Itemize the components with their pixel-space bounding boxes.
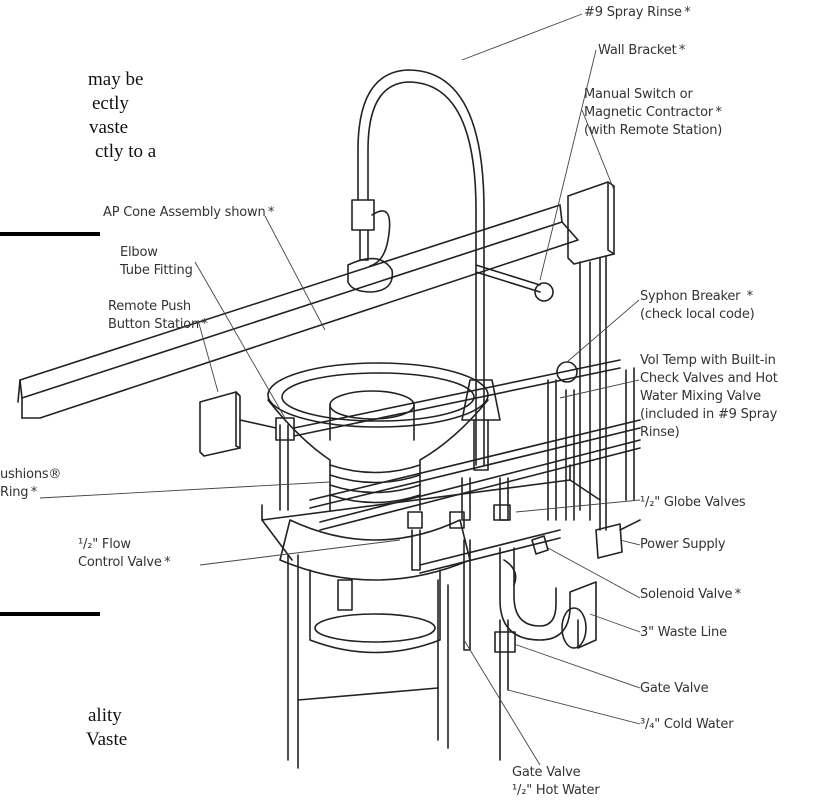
- label-flow-control: ¹/₂" Flow Control Valve *: [78, 536, 171, 572]
- left-text-line: Vaste: [86, 729, 128, 750]
- solenoid-valve: [531, 535, 549, 555]
- stand-legs: [287, 554, 449, 769]
- label-line: (with Remote Station): [584, 123, 723, 138]
- label-line: Water Mixing Valve: [640, 389, 761, 404]
- globe-valves: [407, 504, 511, 529]
- label-elbow-fitting: Elbow Tube Fitting: [120, 244, 193, 280]
- label-solenoid-valve: Solenoid Valve *: [640, 587, 742, 602]
- elbow-fitting: [275, 417, 295, 441]
- left-text-line: ality: [88, 705, 122, 726]
- label-syphon-breaker: Syphon Breaker * (check local code): [640, 288, 755, 324]
- label-line: Vol Temp with Built-in: [640, 353, 776, 368]
- label-line: (check local code): [640, 307, 755, 322]
- label-line: Manual Switch or: [584, 87, 693, 102]
- label-line: ushions®: [0, 467, 62, 482]
- label-line: Elbow: [120, 245, 158, 260]
- countertop-edge: [19, 204, 563, 399]
- label-line: Magnetic Contractor *: [584, 105, 722, 120]
- rule-top: [0, 232, 100, 236]
- left-text-bottom: ality Vaste: [48, 704, 127, 752]
- power-supply-box: [595, 523, 623, 559]
- label-line: (included in #9 Spray: [640, 407, 778, 422]
- label-line: Check Valves and Hot: [640, 371, 778, 386]
- label-waste-line: 3" Waste Line: [640, 625, 727, 640]
- label-cold-water: ³/₄" Cold Water: [640, 717, 734, 732]
- label-power-supply: Power Supply: [640, 537, 726, 552]
- label-line: Ring *: [0, 485, 38, 500]
- label-globe-valves: ¹/₂" Globe Valves: [640, 495, 746, 510]
- faucet: [347, 257, 394, 293]
- label-manual-switch: Manual Switch or Magnetic Contractor * (…: [584, 86, 722, 140]
- label-line: Gate Valve: [512, 765, 581, 780]
- label-line: ¹/₂" Flow: [78, 537, 131, 552]
- label-line: Tube Fitting: [120, 263, 193, 278]
- left-text-top: may be ectly vaste ctly to a: [48, 68, 156, 164]
- gate-valve: [494, 631, 516, 653]
- label-remote-push: Remote Push Button Station *: [108, 298, 208, 334]
- label-line: ¹/₂" Hot Water: [512, 783, 600, 798]
- label-spray-rinse: #9 Spray Rinse *: [584, 5, 691, 20]
- left-text-line: ctly to a: [95, 141, 157, 162]
- label-line: Control Valve *: [78, 555, 171, 570]
- cushion-ring: [279, 519, 471, 581]
- label-wall-bracket: Wall Bracket *: [598, 43, 686, 58]
- waste-trap: [499, 547, 597, 649]
- disposer-body: [309, 569, 441, 654]
- switch-box: [567, 181, 615, 265]
- rule-bottom: [0, 612, 100, 616]
- label-ap-cone: AP Cone Assembly shown *: [103, 205, 275, 220]
- label-gate-valve-hot-water: Gate Valve ¹/₂" Hot Water: [512, 764, 600, 800]
- left-text-line: may be: [88, 69, 144, 90]
- spray-rinse-hose: [357, 69, 485, 466]
- label-line: Rinse): [640, 425, 680, 440]
- left-text-line: vaste: [89, 117, 129, 138]
- remote-push-button: [199, 391, 241, 457]
- label-line: Remote Push: [108, 299, 191, 314]
- label-line: Syphon Breaker *: [640, 289, 753, 304]
- label-vol-temp: Vol Temp with Built-in Check Valves and …: [640, 352, 778, 442]
- label-line: Button Station *: [108, 317, 208, 332]
- label-cushions-ring: ushions® Ring *: [0, 466, 61, 502]
- label-gate-valve-right: Gate Valve: [640, 681, 709, 696]
- left-text-line: ectly: [92, 93, 129, 114]
